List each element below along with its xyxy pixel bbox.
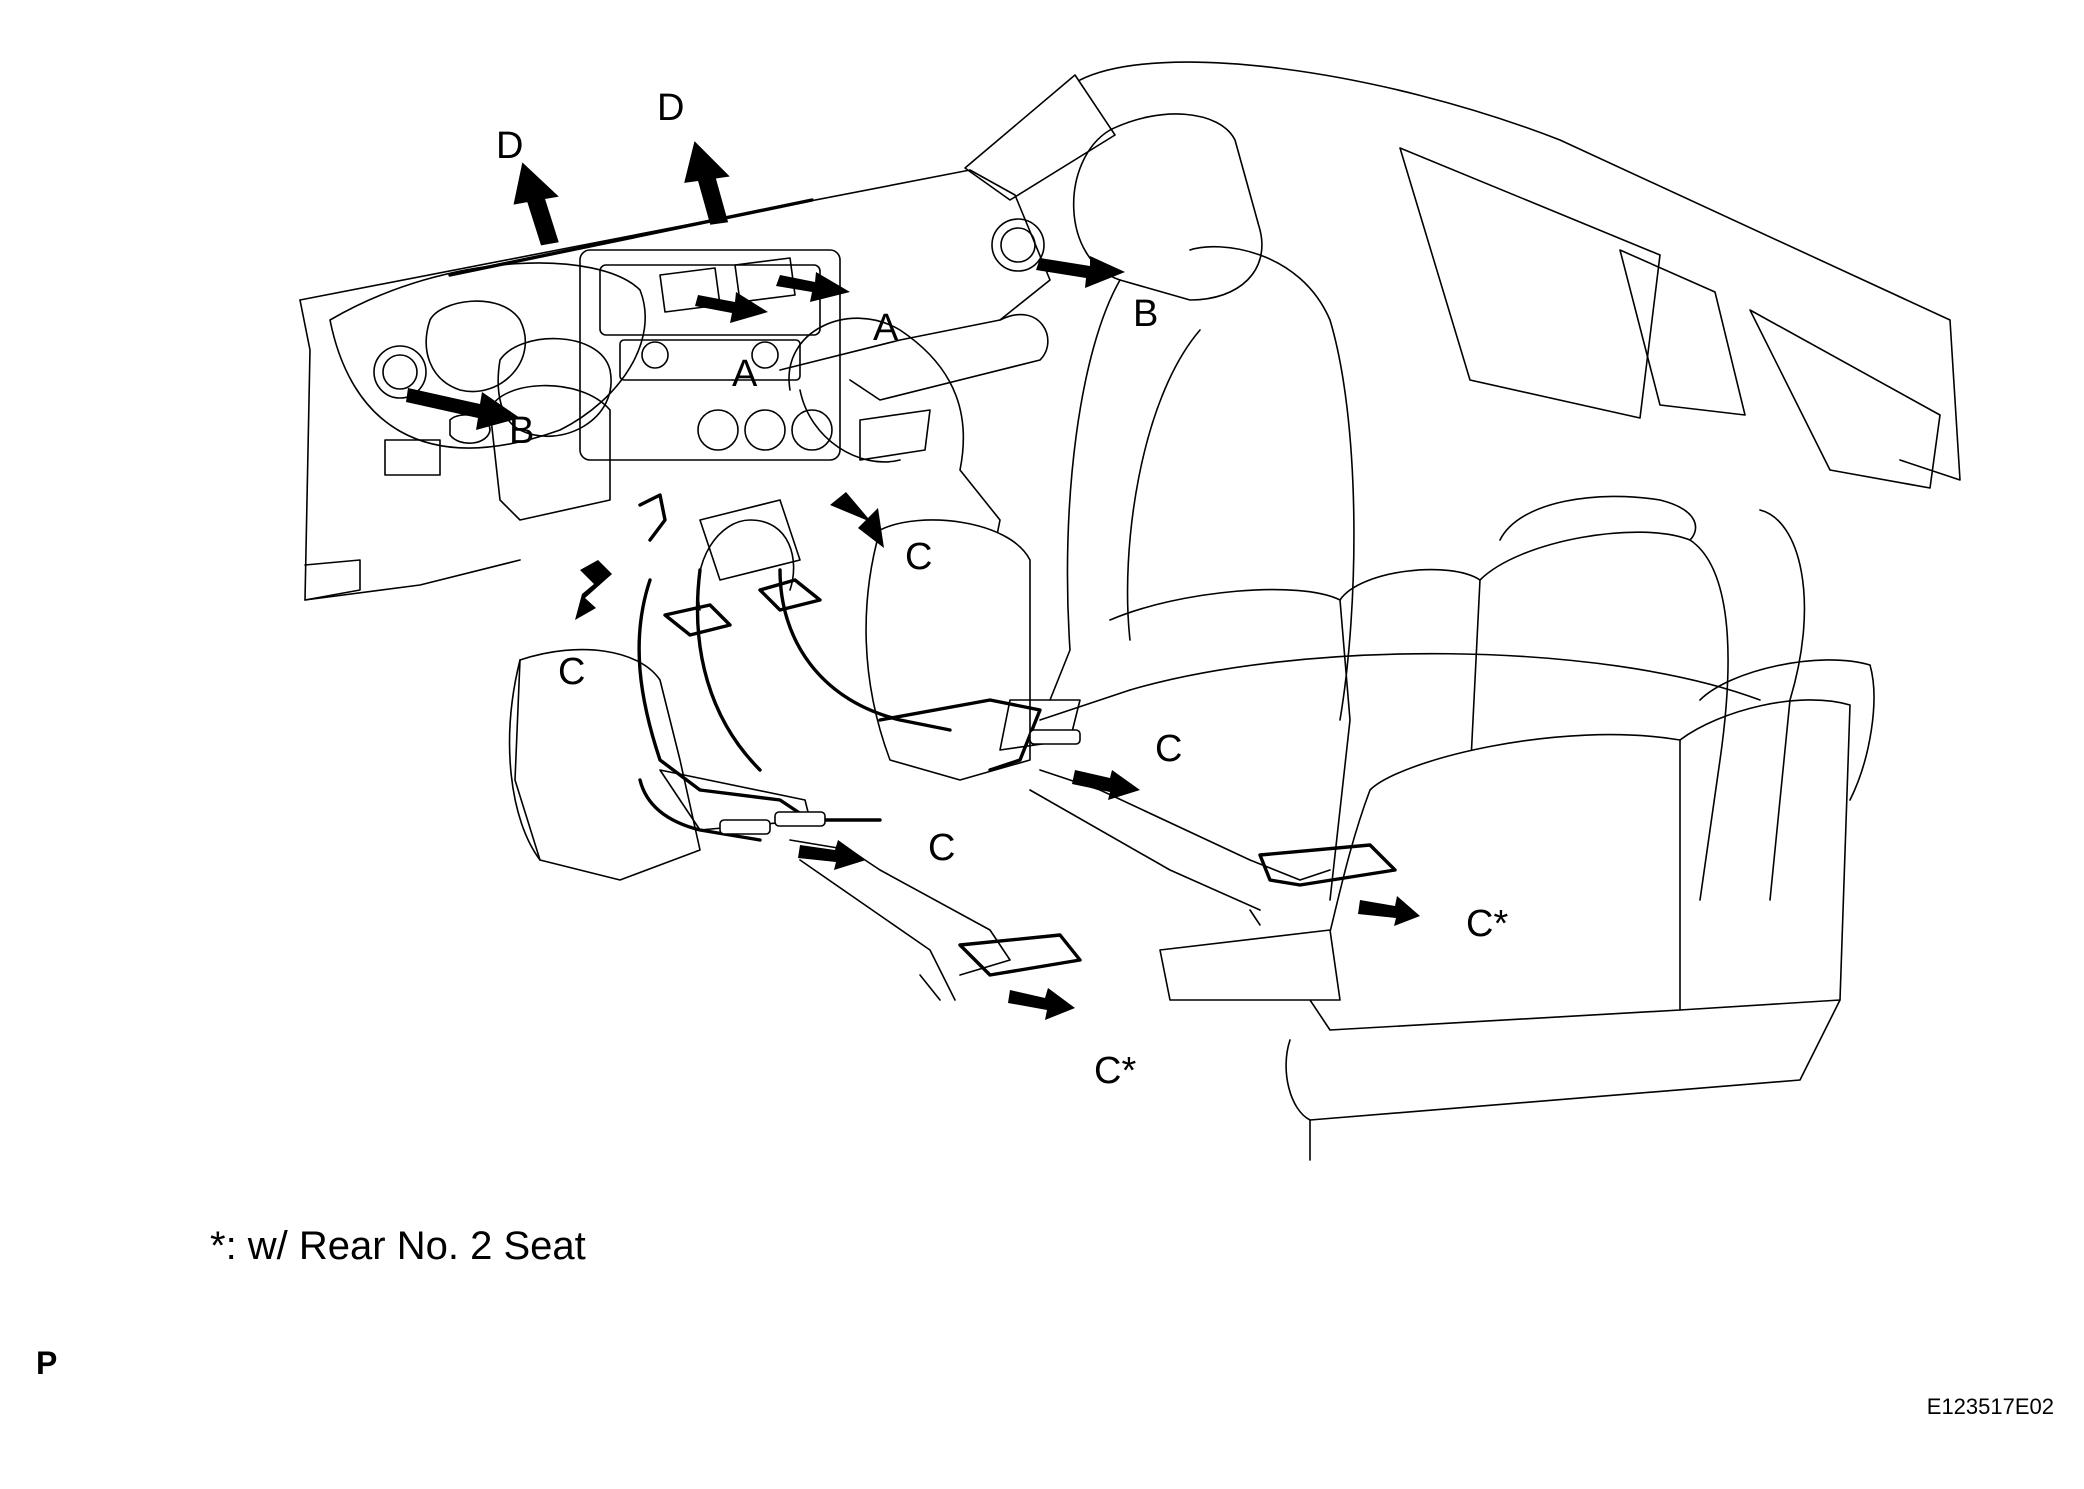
- center-console-panel: [579, 249, 841, 461]
- label-b-1: B: [1133, 293, 1158, 335]
- page-letter: P: [36, 1345, 58, 1381]
- airflow-arrows: [406, 141, 1420, 1020]
- figure-code: E123517E02: [1926, 1394, 2054, 1419]
- arrow-right-icon: [695, 292, 768, 323]
- label-c-star-1: C*: [1466, 903, 1508, 945]
- footnote: *: w/ Rear No. 2 Seat: [210, 1224, 586, 1268]
- front-seat-right: [865, 113, 1355, 781]
- rear-side-window: [1399, 147, 1661, 419]
- climate-knob: [697, 409, 739, 451]
- arrow-right-icon: [1072, 770, 1140, 800]
- arrow-down-icon: [830, 492, 884, 548]
- arrow-right-icon: [1036, 256, 1125, 288]
- rear-no1-seat: [1039, 495, 1761, 901]
- arrow-up-icon: [684, 141, 730, 225]
- arrow-down-icon: [575, 560, 612, 620]
- audio-unit: [619, 339, 801, 381]
- glove-box-handle: [859, 409, 931, 461]
- arrow-right-icon: [776, 272, 850, 302]
- shift-lever-base: [699, 499, 801, 581]
- arrow-right-icon: [798, 840, 866, 870]
- front-seat-cushion: [865, 519, 1031, 781]
- label-c-star-2: C*: [1094, 1050, 1136, 1092]
- climate-knob: [791, 409, 833, 451]
- vehicle-body-outline: [964, 61, 1961, 901]
- center-duct-section: [638, 493, 822, 637]
- arrow-up-icon: [513, 162, 559, 246]
- rear-floor-duct-left: [637, 568, 1082, 1001]
- label-c-1: C: [905, 536, 932, 578]
- label-d-2: D: [657, 87, 684, 129]
- label-a-2: A: [732, 353, 758, 395]
- front-seat-left: [508, 648, 701, 881]
- steering-column-cover: [489, 384, 611, 521]
- switch-panel: [384, 439, 441, 476]
- rear-floor-duct-right: [778, 568, 1397, 926]
- label-b-2: B: [509, 410, 534, 452]
- side-register-left: [373, 345, 491, 444]
- label-c-3: C: [1155, 728, 1182, 770]
- label-a-1: A: [873, 307, 899, 349]
- label-c-4: C: [928, 827, 955, 869]
- label-d-1: D: [496, 125, 523, 167]
- quarter-window: [1619, 249, 1746, 416]
- side-register-right: [991, 218, 1045, 272]
- label-c-2: C: [558, 651, 585, 693]
- rear-no2-seat: [1159, 659, 1875, 1161]
- arrow-right-icon: [1358, 896, 1420, 926]
- instrument-panel: [299, 169, 1051, 621]
- rear-window: [1749, 309, 1941, 489]
- defroster-nozzle-slot: [448, 198, 814, 277]
- rear-no2-seat-cushion: [1159, 929, 1341, 1001]
- outlet-labels: D D A A B B C C C C C* C*: [496, 87, 1508, 1092]
- arrow-right-icon: [406, 388, 520, 430]
- climate-knob: [744, 409, 786, 451]
- arrow-right-icon: [1008, 988, 1075, 1020]
